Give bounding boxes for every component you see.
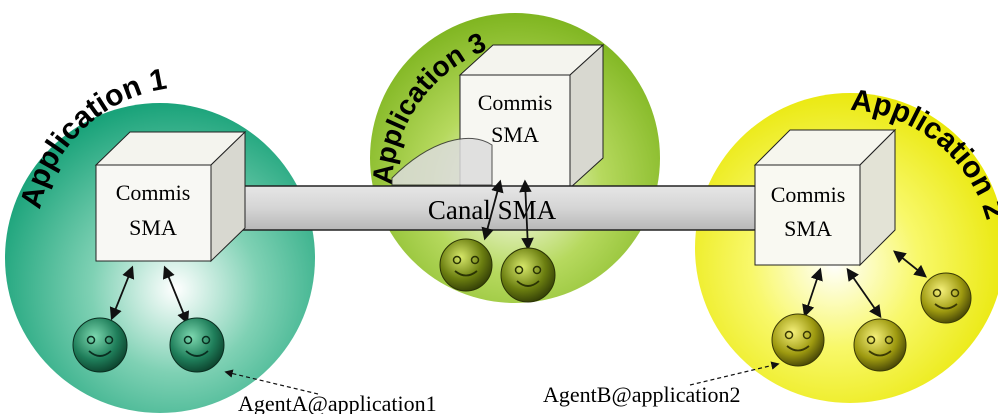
channel-branch [391,137,493,186]
smiley-agent-icon [920,272,972,324]
double-arrow-icon [846,267,882,319]
double-arrow-icon [893,250,927,278]
agentA-callout-arrow [224,369,319,395]
cube-middle-line1: Commis [478,90,553,115]
double-arrow-icon [481,179,504,241]
agentA-label: AgentA@application1 [238,391,437,414]
agentB-callout-arrow [689,361,780,386]
double-arrow-icon [162,265,190,325]
cube-right: Commis SMA [753,128,897,267]
cube-left-line2: SMA [129,215,177,240]
cube-left-line1: Commis [116,180,191,205]
double-arrow-icon [519,179,534,251]
double-arrow-icon [109,265,135,321]
smiley-agent-icon [500,247,556,303]
smiley-agent-icon [853,318,907,372]
cube-right-line2: SMA [784,216,832,241]
cube-right-line1: Commis [771,182,846,207]
double-arrow-icon [802,267,823,318]
cube-left: Commis SMA [94,130,247,263]
cube-middle-line2: SMA [491,122,539,147]
smiley-agent-icon [771,313,825,367]
smiley-agent-icon [439,238,493,292]
agentB-label: AgentB@application2 [543,382,740,407]
smiley-agent-icon [169,317,225,373]
smiley-agent-icon [72,317,128,373]
